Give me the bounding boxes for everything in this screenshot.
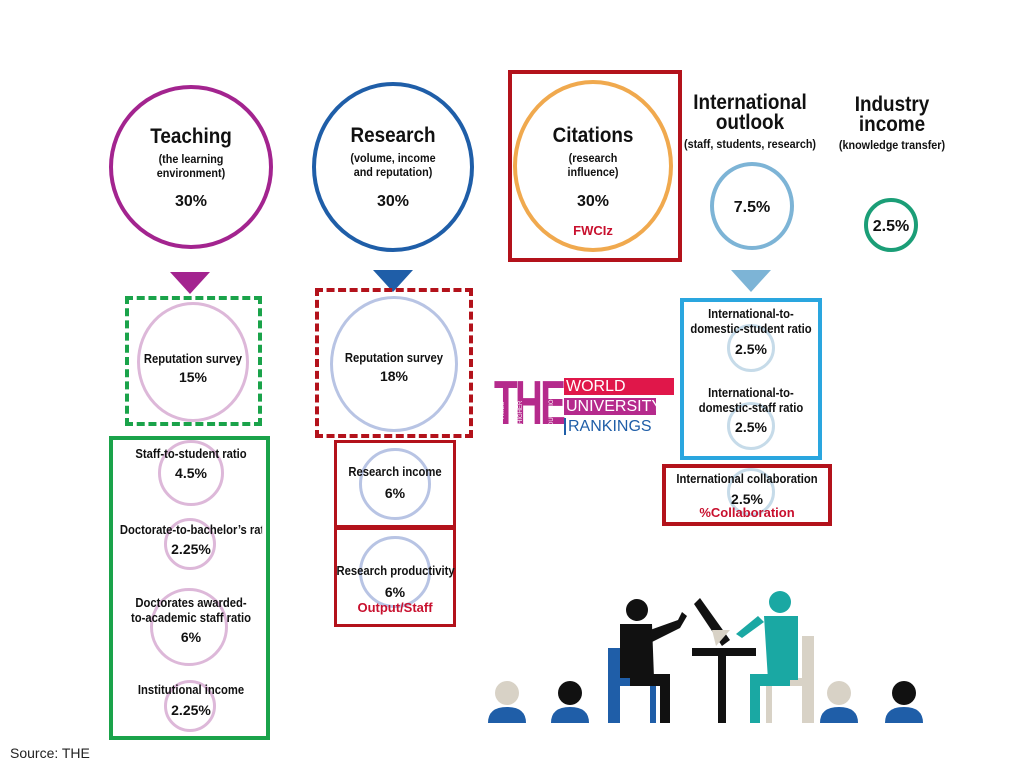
research-reputation-circle <box>330 296 458 432</box>
doctorate-bachelor-pct: 2.25% <box>171 541 211 557</box>
industry-percentage: 2.5% <box>872 218 910 235</box>
teaching-reputation-box <box>125 296 262 426</box>
intl-student-label-2: domestic-student ratio <box>690 322 812 336</box>
research-productivity-pct: 6% <box>384 584 406 600</box>
the-rankings-logo: THE TIMES HIGHER EDUCATION WORLD UNIVERS… <box>494 372 676 436</box>
teaching-arrow <box>170 272 210 294</box>
source-caption: Source: THE <box>10 745 90 761</box>
seated-student <box>608 599 687 723</box>
logo-small-education: EDUCATION <box>549 395 555 430</box>
research-income-label: Research income <box>348 465 442 479</box>
doctorate-bachelor-label: Doctorate-to-bachelor’s ratio <box>119 523 263 537</box>
institutional-income-label: Institutional income <box>137 683 245 697</box>
intl-staff-circle <box>727 402 775 450</box>
teaching-reputation-pct: 15% <box>178 369 208 385</box>
classroom-illustration <box>488 591 923 723</box>
industry-circle <box>864 198 918 252</box>
international-title-2: outlook <box>715 111 785 134</box>
research-subtitle-2: and reputation) <box>353 165 433 179</box>
research-reputation-label: Reputation survey <box>344 351 444 365</box>
research-productivity-circle <box>359 536 431 608</box>
research-income-pct: 6% <box>384 485 406 501</box>
research-arrow <box>373 270 413 292</box>
staff-student-pct: 4.5% <box>175 465 207 481</box>
doctorates-awarded-label-1: Doctorates awarded- <box>135 596 247 610</box>
intl-collab-pct: 2.5% <box>731 491 763 507</box>
logo-line-world: WORLD <box>566 378 626 395</box>
intl-collab-circle <box>727 468 775 516</box>
desk-with-laptop <box>692 598 756 723</box>
international-arrow <box>731 270 771 292</box>
staff-student-circle <box>158 440 224 506</box>
logo-bar-university <box>564 398 656 415</box>
output-staff-note: Output/Staff <box>357 600 433 615</box>
international-ratios-box <box>680 298 822 460</box>
international-collaboration-box <box>662 464 832 526</box>
audience-person-4 <box>885 681 923 723</box>
doctorates-awarded-pct: 6% <box>180 629 202 645</box>
research-reputation-pct: 18% <box>379 368 409 384</box>
citations-subtitle-2: influence) <box>567 165 619 179</box>
teaching-title: Teaching <box>150 125 232 148</box>
logo-line-rankings: RANKINGS <box>568 418 652 435</box>
audience-person-1 <box>488 681 526 723</box>
research-income-box <box>334 440 456 528</box>
teaching-subtitle-2: environment) <box>156 166 226 180</box>
intl-collab-label: International collaboration <box>676 472 818 486</box>
doctorate-bachelor-circle <box>164 518 216 570</box>
institutional-income-pct: 2.25% <box>171 702 211 718</box>
intl-staff-label-2: domestic-staff ratio <box>698 401 804 415</box>
fwciz-note: FWCIz <box>573 223 613 238</box>
international-subtitle: (staff, students, research) <box>683 137 817 151</box>
research-productivity-label: Research productivity <box>336 564 455 578</box>
international-title-1: International <box>693 91 807 114</box>
doctorates-awarded-circle <box>150 588 228 666</box>
research-circle <box>312 82 474 252</box>
staff-student-label: Staff-to-student ratio <box>135 447 247 461</box>
industry-subtitle: (knowledge transfer) <box>838 138 946 152</box>
research-productivity-box <box>334 527 456 627</box>
research-title: Research <box>350 124 436 147</box>
citations-percentage: 30% <box>576 193 610 210</box>
audience-person-3 <box>820 681 858 723</box>
logo-line-university: UNIVERSITY <box>566 398 663 415</box>
logo-bar-world <box>564 378 674 395</box>
logo-bar-rankings <box>564 418 646 435</box>
industry-title-2: income <box>858 113 926 136</box>
collaboration-note: %Collaboration <box>699 505 795 520</box>
institutional-income-circle <box>164 680 216 732</box>
citations-subtitle-1: (research <box>568 151 618 165</box>
intl-student-circle <box>727 324 775 372</box>
intl-staff-label-1: International-to- <box>708 386 794 400</box>
research-income-circle <box>359 448 431 520</box>
intl-student-pct: 2.5% <box>735 341 767 357</box>
intl-staff-pct: 2.5% <box>735 419 767 435</box>
research-percentage: 30% <box>376 193 410 210</box>
teaching-subtitle-1: (the learning <box>158 152 224 166</box>
seated-researcher <box>736 591 814 723</box>
audience-person-2 <box>551 681 589 723</box>
industry-title-1: Industry <box>854 93 930 116</box>
teaching-circle <box>109 85 273 249</box>
research-subtitle-1: (volume, income <box>350 151 436 165</box>
teaching-percentage: 30% <box>174 193 208 210</box>
international-circle <box>710 162 794 250</box>
logo-letters: THE <box>494 369 566 438</box>
logo-small-times: TIMES <box>500 401 506 420</box>
teaching-reputation-label: Reputation survey <box>143 352 243 366</box>
international-percentage: 7.5% <box>733 199 771 216</box>
citations-title: Citations <box>552 124 634 147</box>
research-reputation-box <box>315 288 473 438</box>
citations-box <box>508 70 682 262</box>
logo-small-higher: HIGHER <box>518 400 524 424</box>
teaching-metrics-box <box>109 436 270 740</box>
intl-student-label-1: International-to- <box>708 307 794 321</box>
doctorates-awarded-label-2: to-academic staff ratio <box>130 611 252 625</box>
citations-circle <box>513 80 673 252</box>
teaching-reputation-circle <box>137 302 249 422</box>
